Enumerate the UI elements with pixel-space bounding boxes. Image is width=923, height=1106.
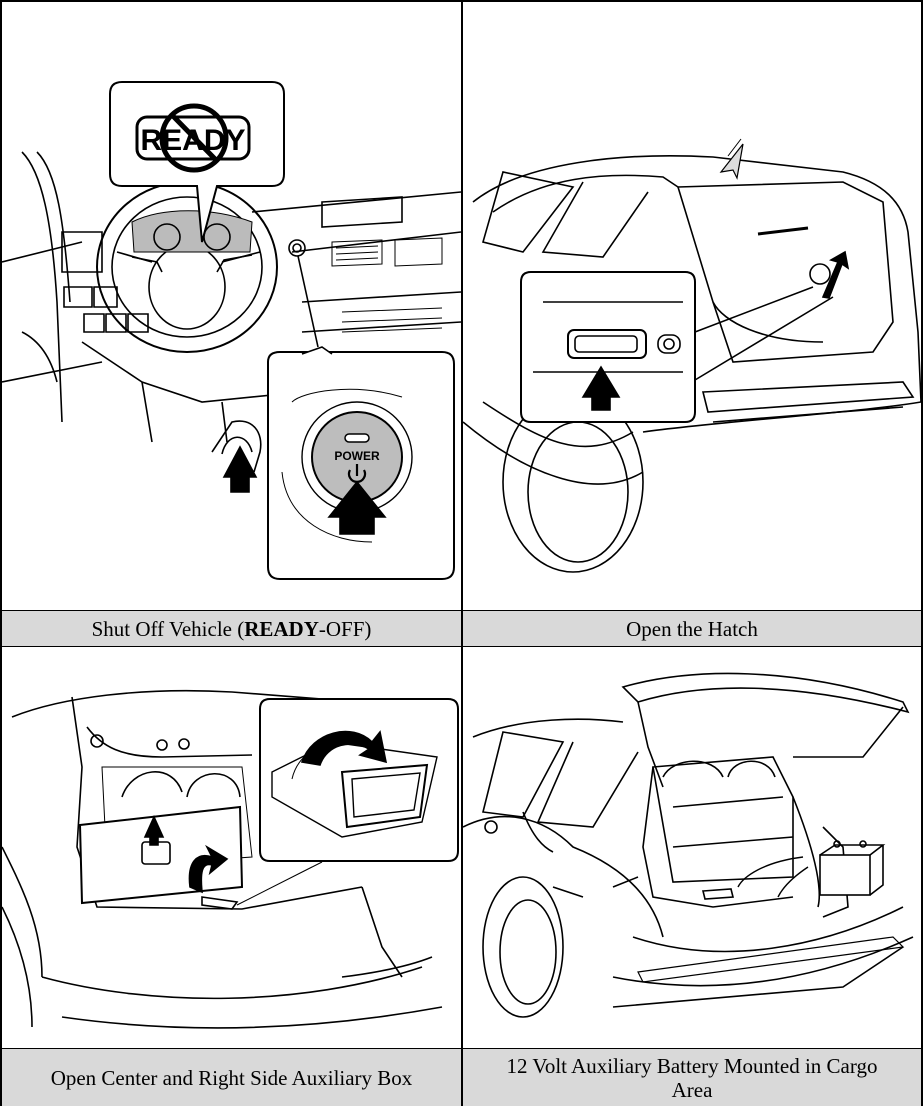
caption-open-hatch: Open the Hatch (463, 611, 921, 646)
illustration-open-auxiliary-box (2, 647, 461, 1048)
illustration-shut-off-vehicle: READY POWER (2, 2, 461, 610)
caption-shut-off-vehicle: Shut Off Vehicle (READY-OFF) (2, 611, 461, 646)
illustration-open-hatch (463, 2, 921, 610)
caption-open-auxiliary-box-text: Open Center and Right Side Auxiliary Box (51, 1066, 413, 1090)
caption-text-end: -OFF) (319, 617, 372, 641)
caption-text-ready: READY (244, 617, 319, 641)
caption-battery-cargo-area: 12 Volt Auxiliary Battery Mounted in Car… (463, 1049, 921, 1106)
caption-battery-cargo-area-text: 12 Volt Auxiliary Battery Mounted in Car… (493, 1054, 891, 1102)
caption-open-auxiliary-box: Open Center and Right Side Auxiliary Box (2, 1049, 461, 1106)
power-button-label: POWER (334, 449, 380, 463)
caption-open-hatch-text: Open the Hatch (626, 617, 758, 641)
illustration-battery-cargo-area (463, 647, 921, 1048)
ready-indicator-label: READY (140, 124, 245, 157)
caption-text-start: Shut Off Vehicle ( (92, 617, 245, 641)
